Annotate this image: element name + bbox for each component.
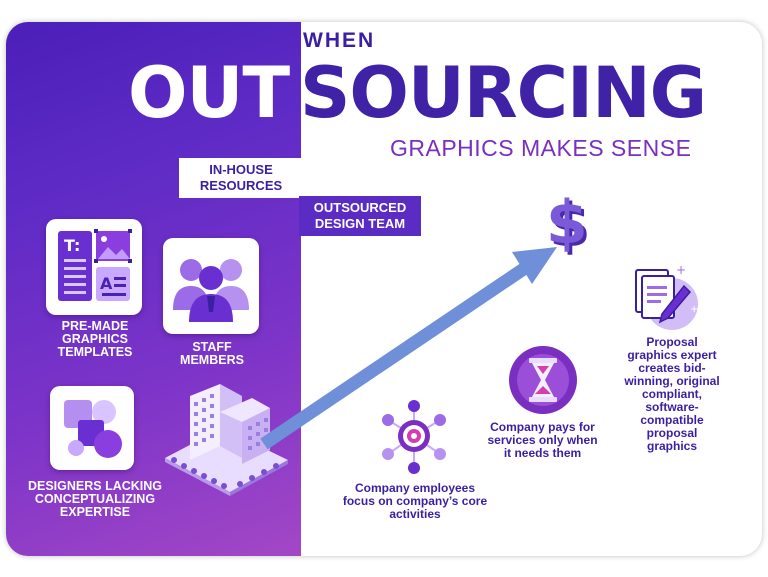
designers-label: DESIGNERS LACKING CONCEPTUALIZING EXPERT…	[27, 479, 163, 519]
dollar-sign-icon: $ $	[546, 188, 591, 261]
staff-icon-box	[163, 238, 259, 334]
templates-icon: T: A	[58, 229, 132, 301]
templates-icon-box: T: A	[46, 219, 142, 315]
staff-label: STAFF MEMBERS	[180, 340, 244, 367]
pays-label: Company pays for services only when it n…	[487, 420, 598, 460]
svg-text:T:: T:	[64, 236, 80, 255]
svg-text:A: A	[100, 274, 113, 293]
title-subtitle: GRAPHICS MAKES SENSE	[390, 135, 692, 161]
outsourced-tag-label: OUTSOURCED DESIGN TEAM	[313, 200, 407, 231]
shapes-icon	[64, 400, 122, 458]
focus-label: Company employees focus on company’s cor…	[342, 481, 488, 521]
svg-text:+: +	[676, 263, 686, 277]
hourglass-icon	[509, 346, 577, 414]
title-out: OUT	[128, 52, 290, 134]
document-pen-icon: + +	[635, 263, 698, 330]
svg-text:$: $	[549, 191, 591, 261]
shapes-icon-box	[50, 386, 134, 470]
expert-label: Proposal graphics expert creates bid-win…	[624, 335, 720, 453]
in-house-tag: IN-HOUSE RESOURCES	[179, 158, 303, 198]
title-when: WHEN	[303, 29, 376, 52]
svg-text:+: +	[690, 304, 698, 315]
svg-text:$: $	[546, 188, 588, 258]
office-building-icon	[165, 384, 288, 496]
title-sourcing: SOURCING	[300, 52, 707, 134]
templates-label: PRE-MADE GRAPHICS TEMPLATES	[57, 319, 133, 359]
target-network-icon	[382, 400, 446, 474]
in-house-tag-label: IN-HOUSE RESOURCES	[199, 162, 283, 193]
staff-icon	[173, 259, 249, 322]
outsourced-tag: OUTSOURCED DESIGN TEAM	[299, 196, 421, 236]
